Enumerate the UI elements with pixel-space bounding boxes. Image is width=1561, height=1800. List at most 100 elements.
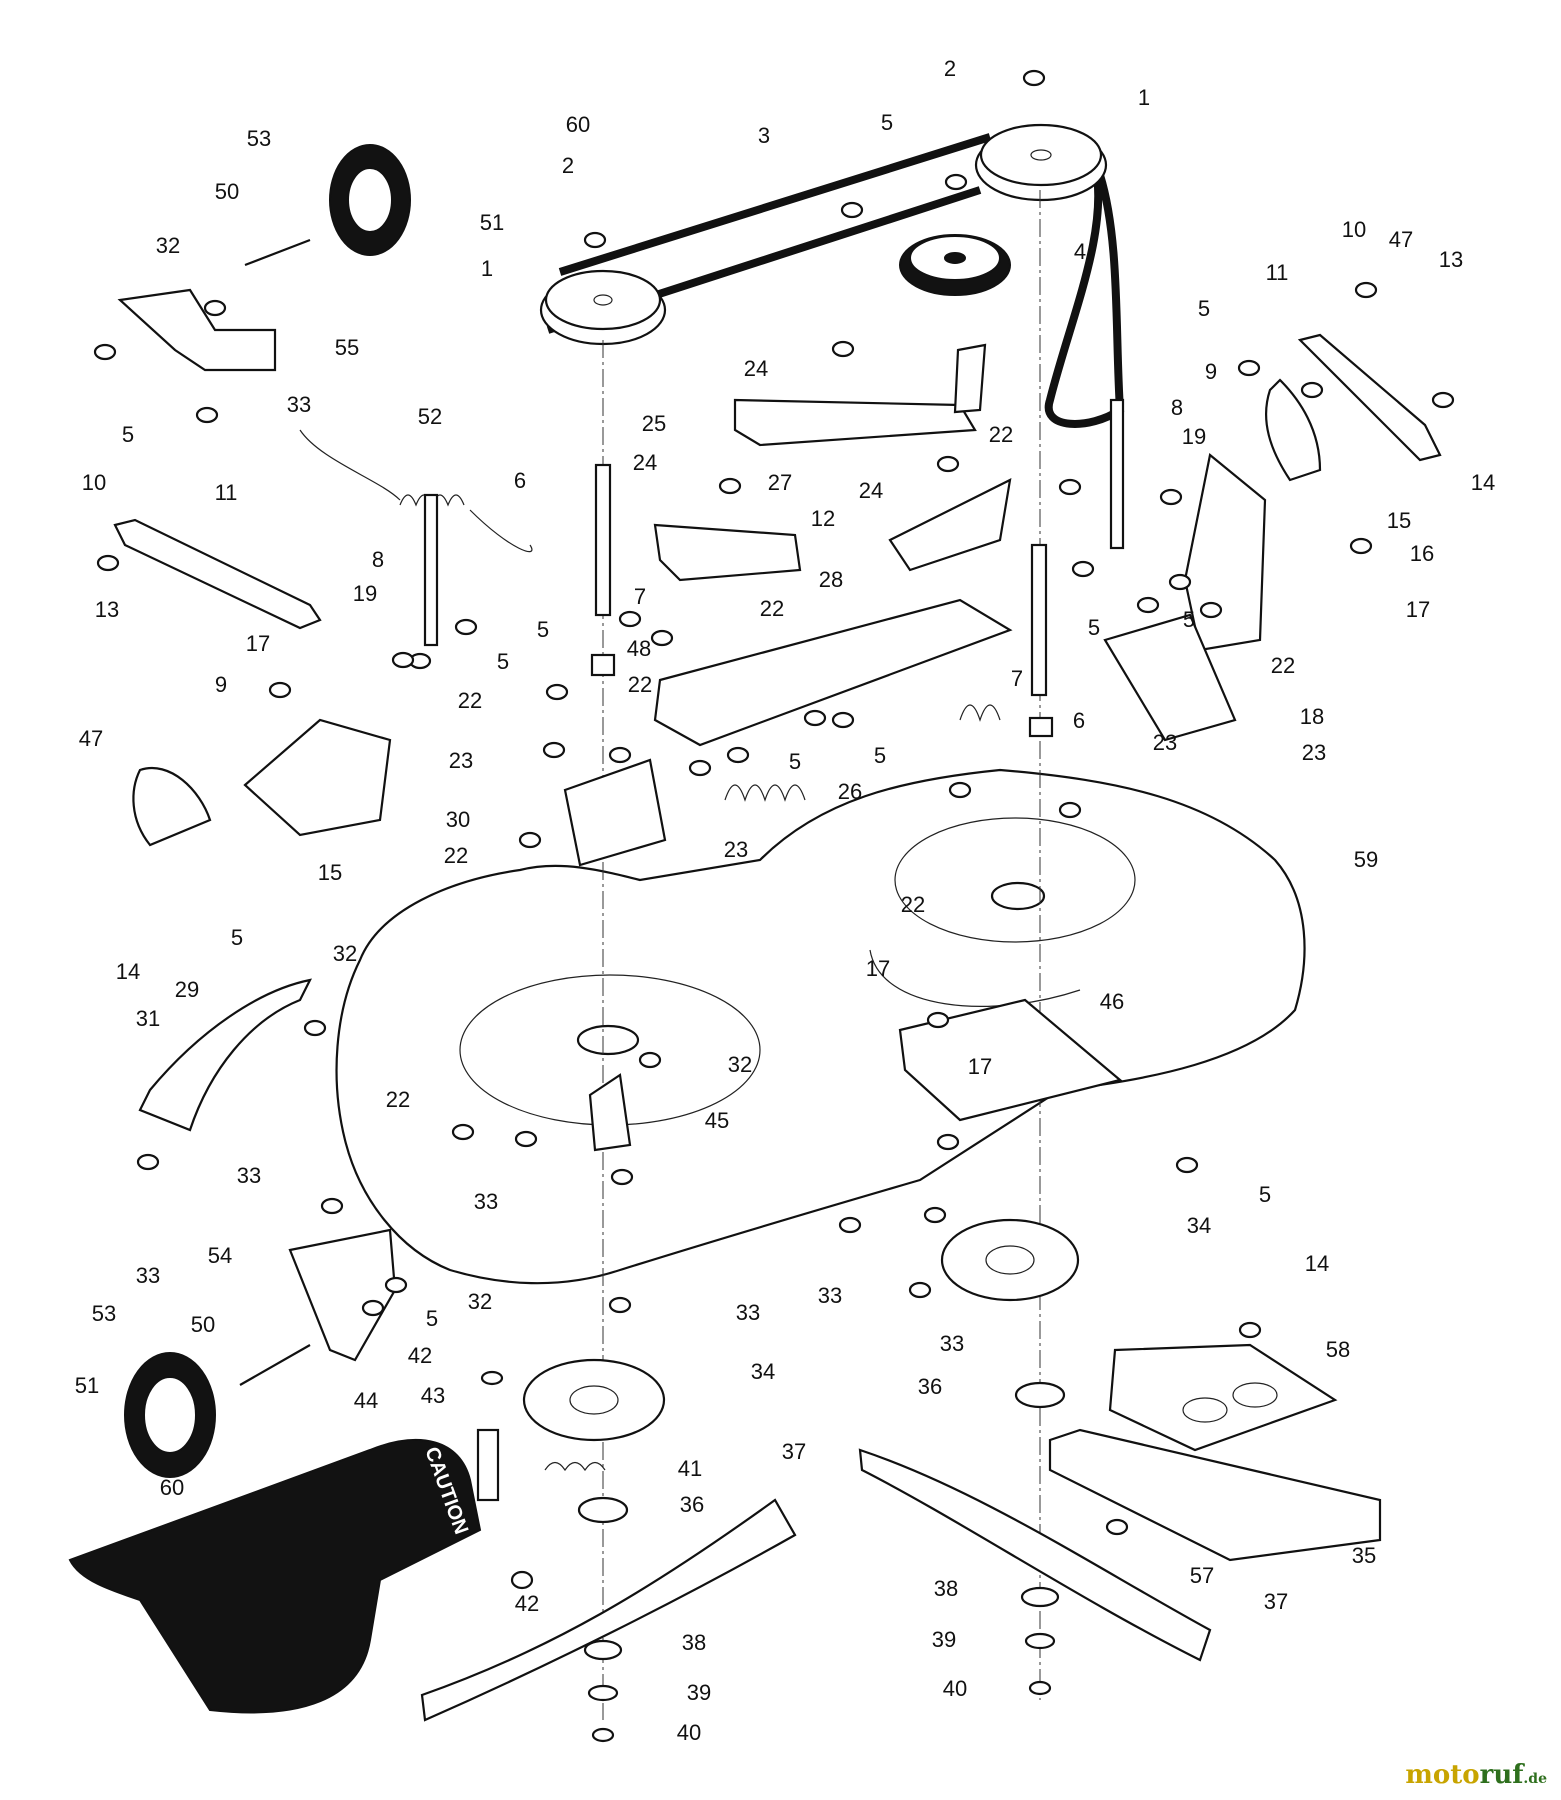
fastener-mark xyxy=(542,741,566,759)
callout-label-31: 31 xyxy=(136,1006,160,1031)
fastener-mark xyxy=(718,477,742,495)
callout-label-54: 54 xyxy=(208,1243,232,1268)
callout-label-29: 29 xyxy=(175,977,199,1002)
callout-label-32: 32 xyxy=(468,1289,492,1314)
callout-label-19: 19 xyxy=(1182,424,1206,449)
mower-deck-shell xyxy=(335,768,1306,1285)
fastener-mark xyxy=(1071,560,1095,578)
fastener-mark xyxy=(303,1019,327,1037)
bracket-31 xyxy=(138,978,312,1132)
fastener-mark xyxy=(1300,381,1324,399)
hinge-43 xyxy=(476,1428,500,1502)
fastener-mark xyxy=(638,1051,662,1069)
callout-label-37: 37 xyxy=(782,1439,806,1464)
callout-label-52: 52 xyxy=(418,404,442,429)
fastener-mark xyxy=(136,1153,160,1171)
callout-label-22: 22 xyxy=(989,422,1013,447)
fastener-mark xyxy=(831,711,855,729)
bracket-12 xyxy=(888,478,1012,572)
bracket-54 xyxy=(288,1228,397,1362)
fastener-mark xyxy=(838,1216,862,1234)
callout-label-12: 12 xyxy=(811,506,835,531)
bracket-45 xyxy=(588,1073,632,1152)
callout-label-7: 7 xyxy=(1011,666,1023,691)
plate-30 xyxy=(243,718,392,837)
fastener-mark xyxy=(93,343,117,361)
callout-label-43: 43 xyxy=(421,1383,445,1408)
callout-label-10: 10 xyxy=(1342,217,1366,242)
callout-label-50: 50 xyxy=(215,179,239,204)
callout-label-15: 15 xyxy=(318,860,342,885)
plate-28 xyxy=(653,598,1013,747)
callout-label-16: 16 xyxy=(1410,541,1434,566)
callout-label-32: 32 xyxy=(156,233,180,258)
bracket-27 xyxy=(653,523,802,582)
fastener-mark xyxy=(1058,801,1082,819)
callout-label-5: 5 xyxy=(426,1306,438,1331)
callout-label-22: 22 xyxy=(444,843,468,868)
fastener-mark xyxy=(803,709,827,727)
callout-label-5: 5 xyxy=(789,749,801,774)
callout-label-25: 25 xyxy=(642,411,666,436)
bar-35 xyxy=(1048,1428,1382,1562)
fastener-mark xyxy=(1159,488,1183,506)
fastener-mark xyxy=(454,618,478,636)
callout-label-8: 8 xyxy=(372,547,384,572)
fastener-mark xyxy=(908,1281,932,1299)
callout-label-9: 9 xyxy=(215,672,227,697)
callout-label-11: 11 xyxy=(1266,260,1289,285)
fastener-mark xyxy=(608,1296,632,1314)
callout-label-38: 38 xyxy=(682,1630,706,1655)
fastener-mark xyxy=(518,831,542,849)
fastener-mark xyxy=(1237,359,1261,377)
callout-label-51: 51 xyxy=(480,210,504,235)
pulley-left xyxy=(539,269,667,346)
callout-label-28: 28 xyxy=(819,567,843,592)
callout-label-24: 24 xyxy=(633,450,657,475)
fastener-mark xyxy=(361,1299,385,1317)
callout-label-5: 5 xyxy=(874,743,886,768)
callout-label-41: 41 xyxy=(678,1456,702,1481)
callout-label-2: 2 xyxy=(944,56,956,81)
callout-label-48: 48 xyxy=(627,636,651,661)
fastener-mark xyxy=(608,746,632,764)
fastener-mark xyxy=(96,554,120,572)
callout-label-22: 22 xyxy=(1271,653,1295,678)
fastener-mark xyxy=(1105,1518,1129,1536)
callout-label-2: 2 xyxy=(562,153,574,178)
callout-label-33: 33 xyxy=(287,392,311,417)
callout-label-22: 22 xyxy=(628,672,652,697)
callout-label-35: 35 xyxy=(1352,1543,1376,1568)
fastener-mark xyxy=(1136,596,1160,614)
callout-label-17: 17 xyxy=(1406,597,1430,622)
callout-label-13: 13 xyxy=(95,597,119,622)
fastener-mark xyxy=(1058,478,1082,496)
callout-label-40: 40 xyxy=(677,1720,701,1745)
callout-label-10: 10 xyxy=(82,470,106,495)
bracket-25 xyxy=(733,343,987,447)
watermark-tld: .de xyxy=(1523,1771,1547,1787)
callout-label-34: 34 xyxy=(1187,1213,1211,1238)
callout-label-50: 50 xyxy=(191,1312,215,1337)
spindle-shafts xyxy=(590,190,1054,1720)
plate-15-right xyxy=(1265,378,1322,482)
callout-label-33: 33 xyxy=(818,1283,842,1308)
fastener-mark xyxy=(726,746,750,764)
callout-label-42: 42 xyxy=(408,1343,432,1368)
callout-label-11: 11 xyxy=(215,480,238,505)
fastener-mark xyxy=(840,201,864,219)
callout-label-51: 51 xyxy=(75,1373,99,1398)
callout-label-23: 23 xyxy=(1153,730,1177,755)
callout-label-14: 14 xyxy=(1471,470,1495,495)
fastener-mark xyxy=(391,651,415,669)
blade-adapter-34 xyxy=(522,1218,1080,1442)
callout-label-8: 8 xyxy=(1171,395,1183,420)
callout-label-1: 1 xyxy=(481,256,493,281)
callout-label-5: 5 xyxy=(1259,1182,1271,1207)
callout-label-58: 58 xyxy=(1326,1337,1350,1362)
callout-label-5: 5 xyxy=(122,422,134,447)
callout-label-32: 32 xyxy=(728,1052,752,1077)
callout-label-7: 7 xyxy=(634,584,646,609)
